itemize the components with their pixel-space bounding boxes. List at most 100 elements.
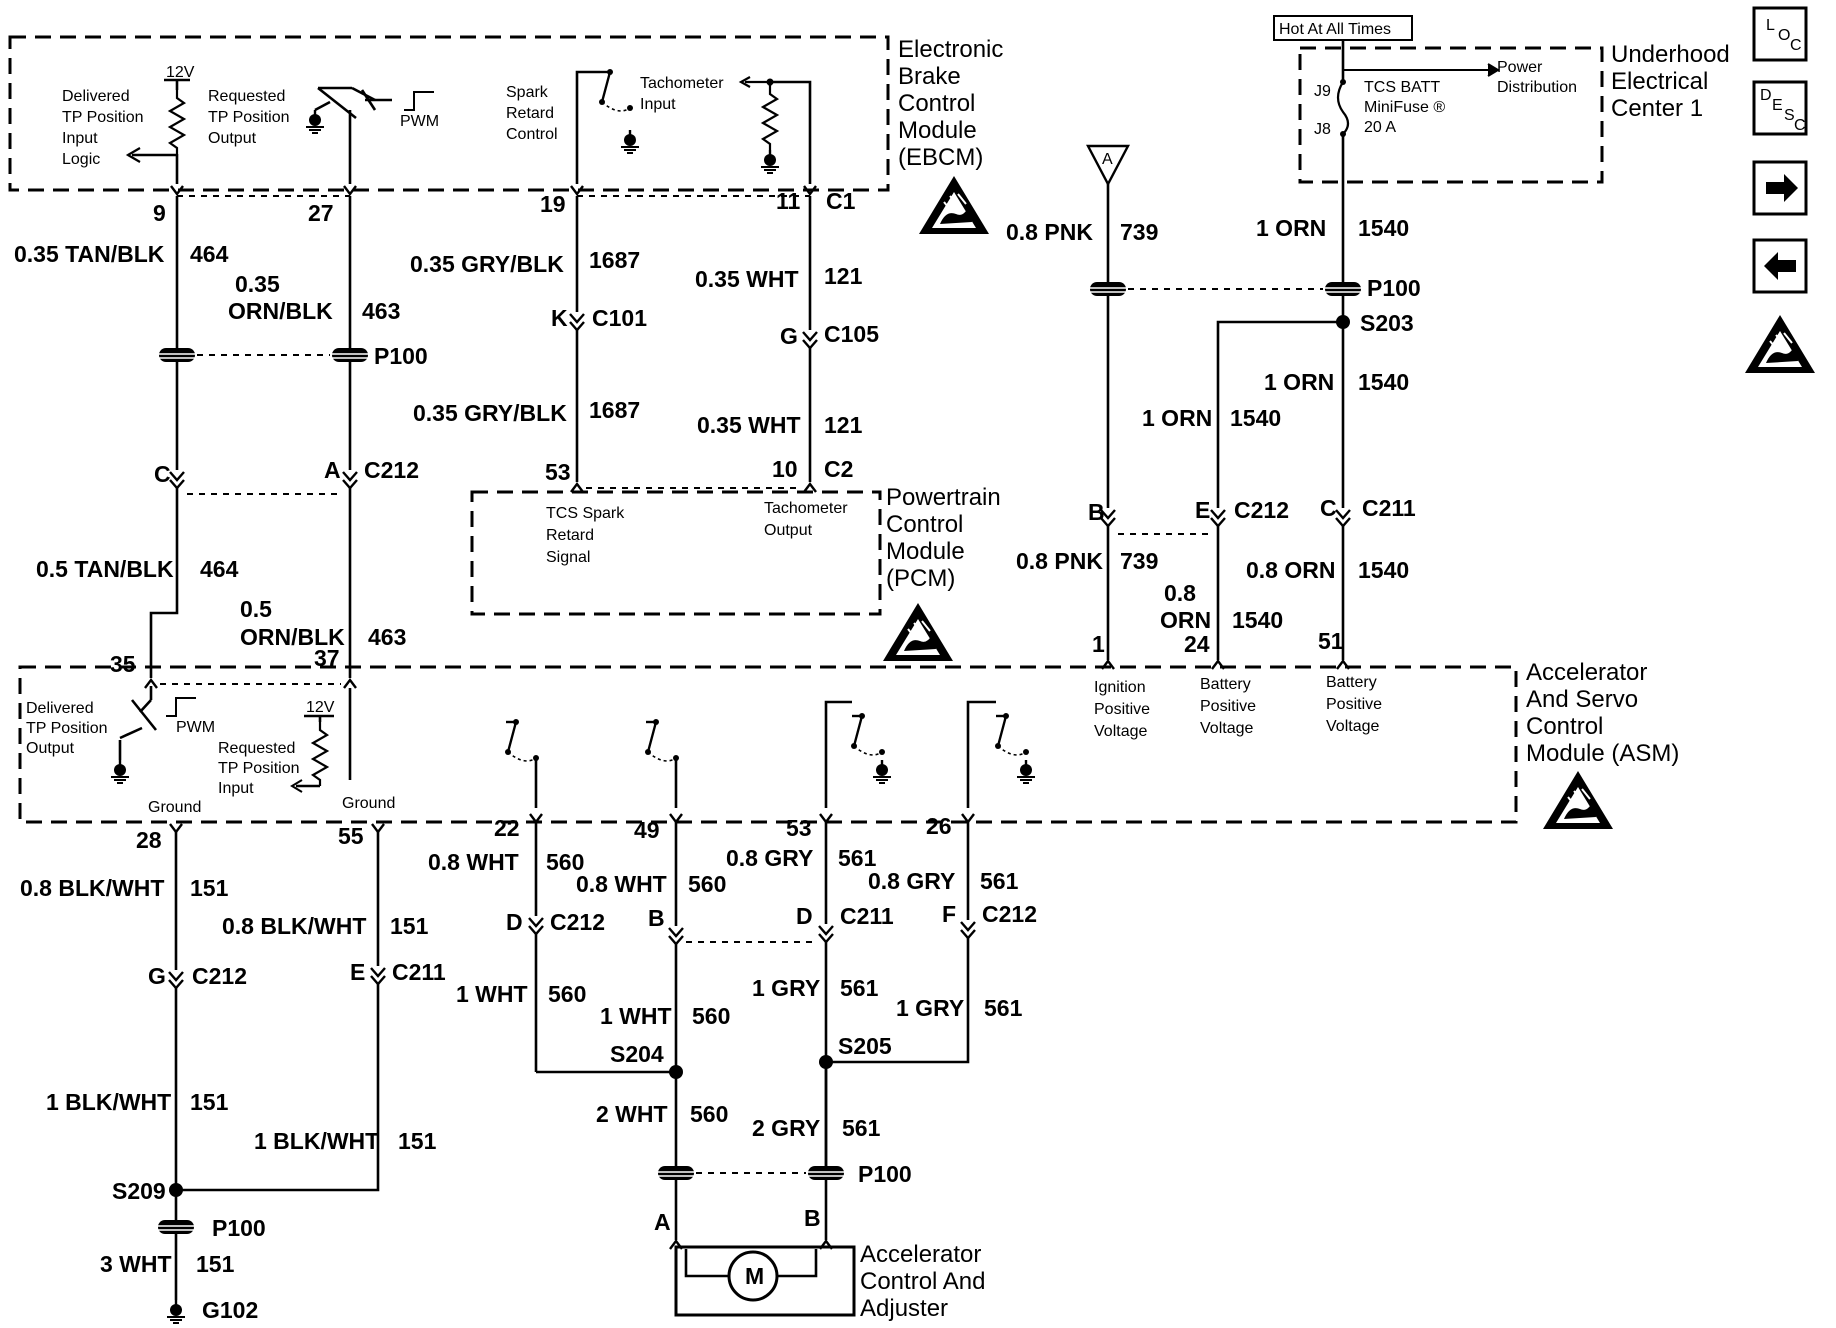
ebcm-requested-label: Requested TP Position Output <box>208 88 290 147</box>
wire-560-e-label: 2 WHT 560 <box>596 1101 728 1127</box>
svg-text:D: D <box>1760 87 1772 104</box>
svg-text:TP Position: TP Position <box>62 109 144 126</box>
ebcm-12v-label: 12V <box>166 64 195 81</box>
ebcm-box <box>8 35 890 192</box>
svg-text:121: 121 <box>824 412 863 438</box>
svg-text:0.35 GRY/BLK: 0.35 GRY/BLK <box>413 400 567 426</box>
svg-text:49: 49 <box>634 817 660 843</box>
svg-text:739: 739 <box>1120 548 1158 574</box>
svg-text:MiniFuse ®: MiniFuse ® <box>1364 99 1445 116</box>
svg-text:560: 560 <box>692 1003 730 1029</box>
ebcm-pin-labels: 9 27 19 11 C1 <box>153 188 856 226</box>
asm-pwm-label: PWM <box>176 719 215 736</box>
svg-text:Battery: Battery <box>1326 674 1377 691</box>
svg-text:0.8 BLK/WHT: 0.8 BLK/WHT <box>222 913 366 939</box>
ebcm-pwm-label: PWM <box>400 113 439 130</box>
svg-text:P100: P100 <box>1367 275 1421 301</box>
ebcm-name: Electronic Brake Control Module (EBCM) <box>898 36 1003 171</box>
svg-text:L: L <box>1766 17 1775 34</box>
svg-text:561: 561 <box>842 1115 881 1141</box>
power-dist-label: Power Distribution <box>1497 59 1577 96</box>
svg-text:1: 1 <box>1092 631 1105 657</box>
svg-text:1687: 1687 <box>589 397 640 423</box>
svg-text:Battery: Battery <box>1200 676 1251 693</box>
switch-icon <box>993 711 1031 757</box>
svg-text:1540: 1540 <box>1358 369 1409 395</box>
svg-text:151: 151 <box>398 1128 437 1154</box>
svg-text:55: 55 <box>338 823 364 849</box>
svg-text:Control: Control <box>1526 713 1603 740</box>
asm-ground2-label: Ground <box>342 795 395 812</box>
svg-text:S: S <box>1784 107 1795 124</box>
svg-text:TCS BATT: TCS BATT <box>1364 79 1440 96</box>
desc-button[interactable]: D E S C <box>1752 80 1808 136</box>
c211-e-labels: E C211 <box>350 959 446 985</box>
svg-text:28: 28 <box>136 827 162 853</box>
hot-at-all-times-label: Hot At All Times <box>1279 21 1391 38</box>
svg-text:G: G <box>780 323 798 349</box>
svg-text:1540: 1540 <box>1358 557 1409 583</box>
wire-151-b-label: 0.8 BLK/WHT 151 <box>222 913 429 939</box>
svg-text:Requested: Requested <box>208 88 285 105</box>
svg-text:1687: 1687 <box>589 247 640 273</box>
next-arrow-button[interactable] <box>1752 160 1808 216</box>
s203-label: S203 <box>1360 310 1414 336</box>
svg-text:C: C <box>1794 117 1806 134</box>
svg-text:Underhood: Underhood <box>1611 41 1730 68</box>
ground-icon <box>871 758 893 785</box>
splice-s209-dot <box>169 1183 183 1197</box>
switch-icon <box>503 717 541 763</box>
svg-text:G102: G102 <box>202 1297 258 1323</box>
loc-button[interactable]: L O C <box>1752 6 1808 62</box>
spark-retard-switch-icon <box>597 67 635 113</box>
wire-561-b-label: 0.8 GRY 561 <box>868 868 1019 894</box>
svg-text:Module (ASM): Module (ASM) <box>1526 740 1679 767</box>
svg-text:1 ORN: 1 ORN <box>1256 215 1326 241</box>
ground-icon <box>619 128 641 155</box>
svg-text:464: 464 <box>190 241 229 267</box>
svg-text:0.35: 0.35 <box>235 271 280 297</box>
svg-text:0.8 GRY: 0.8 GRY <box>726 845 813 871</box>
p100-upper-label: P100 <box>374 343 428 369</box>
svg-text:0.5: 0.5 <box>240 596 272 622</box>
wire-560-b-label: 0.8 WHT 560 <box>576 871 726 897</box>
svg-text:151: 151 <box>390 913 429 939</box>
s209-label: S209 <box>112 1178 166 1204</box>
svg-text:C211: C211 <box>392 959 446 985</box>
motor-symbol: M <box>745 1263 764 1289</box>
s204-label: S204 <box>610 1041 664 1067</box>
svg-text:463: 463 <box>368 624 406 650</box>
c211-d-labels: D C211 <box>796 903 894 929</box>
esd-warning-icon <box>1744 314 1816 374</box>
svg-text:22: 22 <box>494 815 520 841</box>
switch-icon <box>643 717 681 763</box>
svg-text:1 WHT: 1 WHT <box>456 981 528 1007</box>
svg-text:ORN: ORN <box>1160 607 1211 633</box>
svg-text:0.8 WHT: 0.8 WHT <box>576 871 667 897</box>
wire-561-e-label: 2 GRY 561 <box>752 1115 881 1141</box>
svg-text:A: A <box>324 457 341 483</box>
svg-text:C212: C212 <box>192 963 247 989</box>
svg-text:B: B <box>648 905 665 931</box>
svg-text:Ground: Ground <box>148 799 201 816</box>
svg-text:560: 560 <box>690 1101 728 1127</box>
svg-text:1540: 1540 <box>1230 405 1281 431</box>
svg-text:10: 10 <box>772 456 798 482</box>
svg-text:J9: J9 <box>1314 83 1331 100</box>
svg-text:Powertrain: Powertrain <box>886 484 1001 511</box>
svg-text:Input: Input <box>62 130 98 147</box>
svg-text:561: 561 <box>984 995 1023 1021</box>
svg-text:151: 151 <box>190 1089 229 1115</box>
asm-delivered-label: Delivered TP Position Output <box>26 700 108 757</box>
fuse-label: TCS BATT MiniFuse ® 20 A <box>1364 79 1445 136</box>
j8-label: J8 <box>1314 121 1331 138</box>
asm-batt1-label: Battery Positive Voltage <box>1200 676 1256 737</box>
prev-arrow-button[interactable] <box>1752 238 1808 294</box>
ground-icon <box>304 108 326 135</box>
svg-text:Input: Input <box>640 96 676 113</box>
svg-text:37: 37 <box>314 645 340 671</box>
svg-text:(PCM): (PCM) <box>886 565 955 592</box>
svg-text:Control: Control <box>898 90 975 117</box>
svg-text:D: D <box>506 909 523 935</box>
